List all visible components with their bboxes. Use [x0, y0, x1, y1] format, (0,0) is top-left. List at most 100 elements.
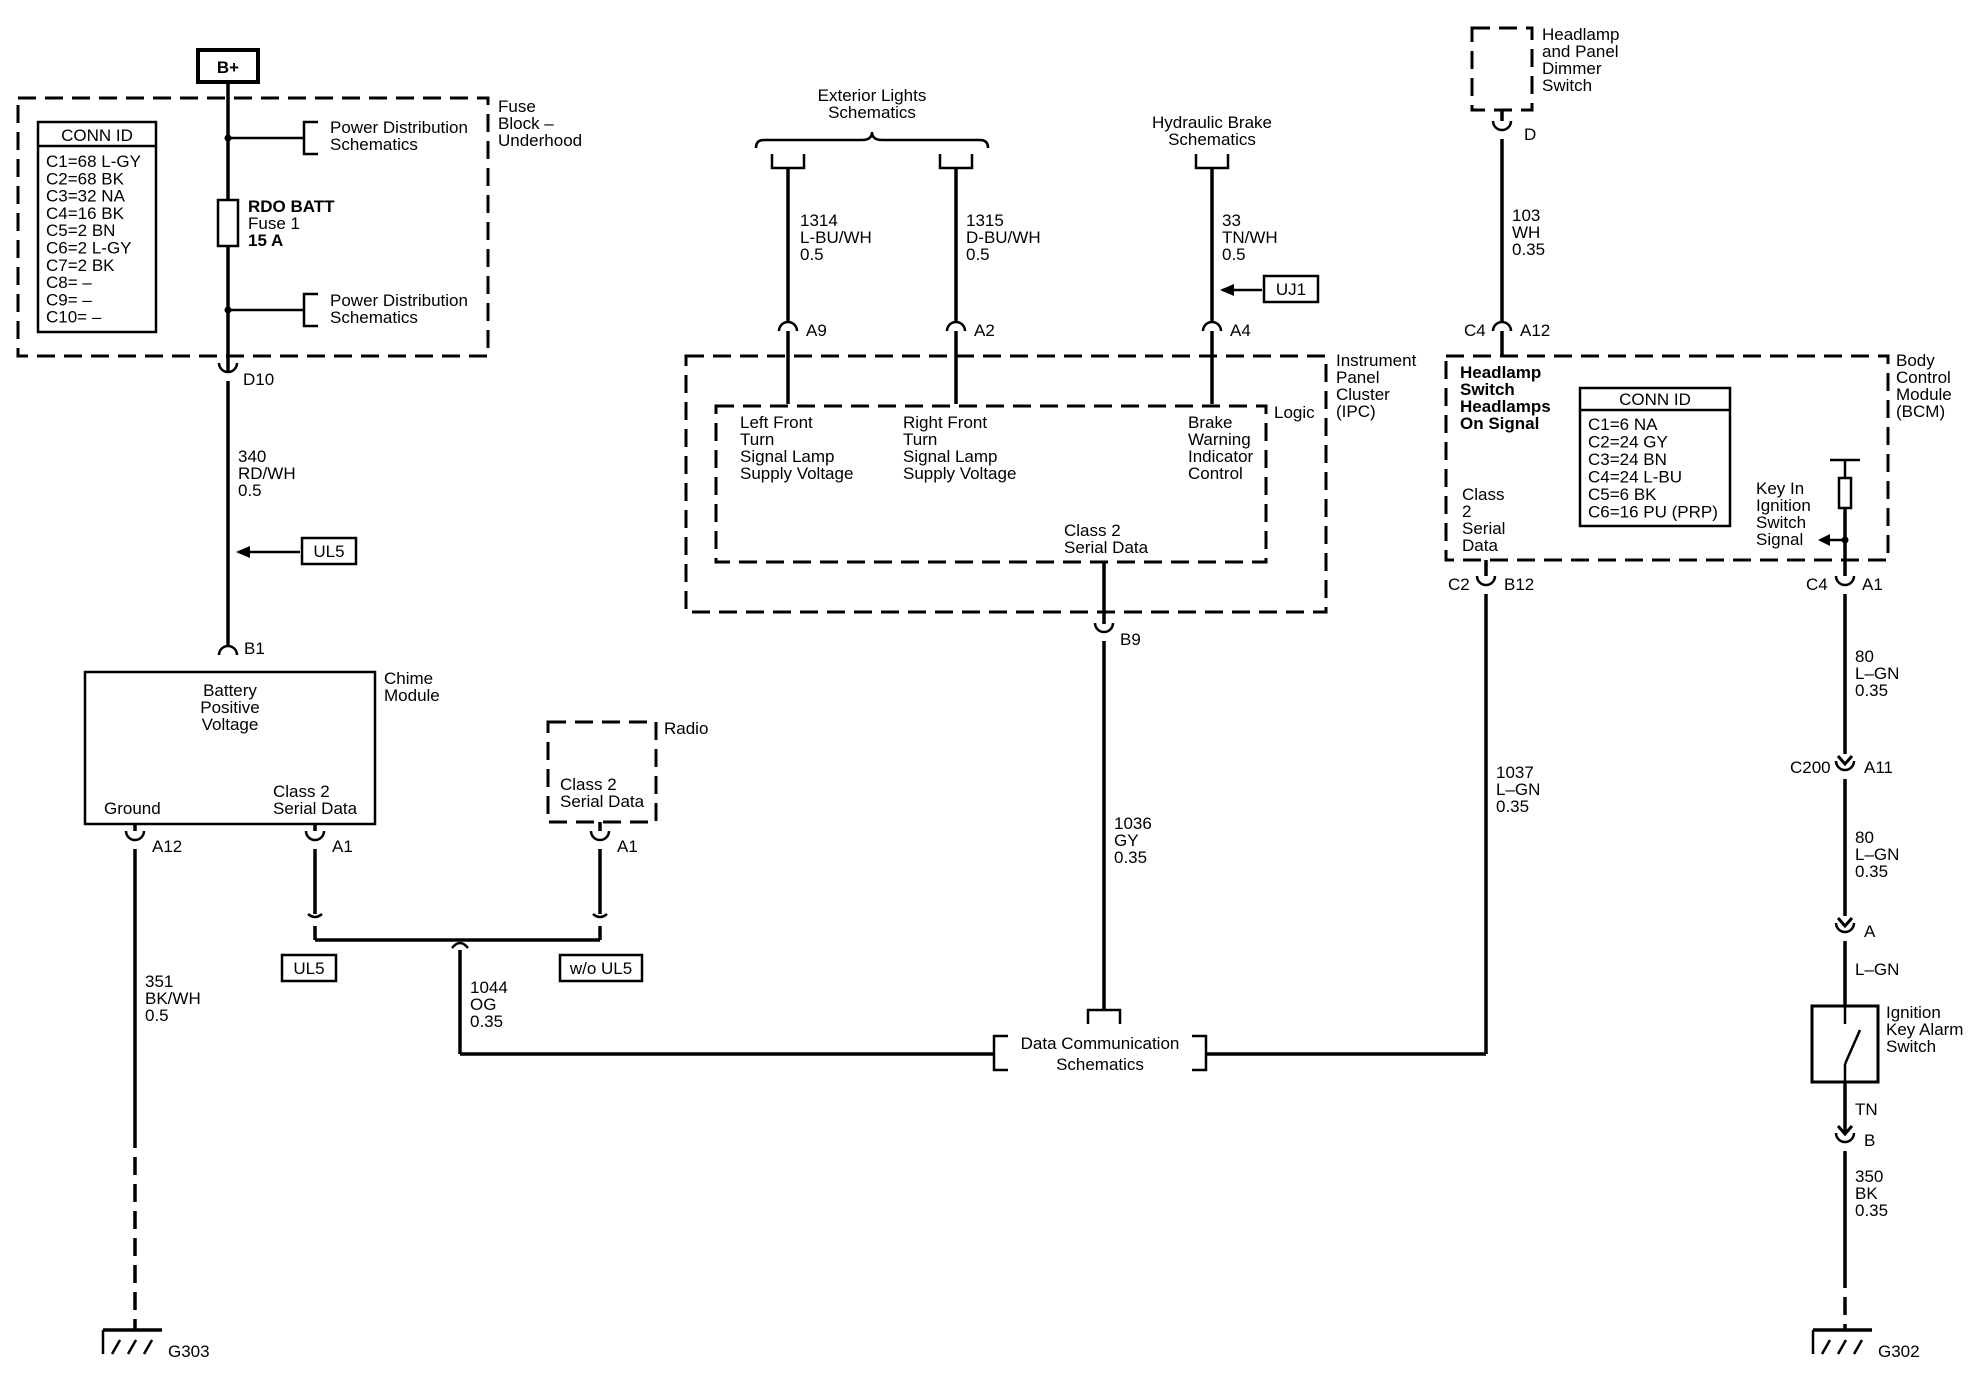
fuse-symbol [216, 198, 240, 248]
bcm-c4-top: C4 [1464, 321, 1486, 340]
chime-module-box [83, 670, 377, 826]
svg-text:B+: B+ [217, 58, 239, 77]
connector-c200: C200 [1790, 758, 1831, 777]
pin-a9: A9 [806, 321, 827, 340]
pin-d: D [1524, 125, 1536, 144]
ignition-key-alarm-switch-symbol [1810, 1004, 1880, 1084]
conn-id-row: C6=2 L-GY [46, 239, 132, 258]
conn-id-row: C2=24 GY [1588, 433, 1668, 452]
svg-text:UL5: UL5 [313, 542, 344, 561]
bcm-outline [1444, 354, 1890, 562]
option-ul5-tag: UL5 [280, 953, 338, 983]
uj1-tag: UJ1 [1262, 274, 1320, 304]
pin-a4: A4 [1230, 321, 1251, 340]
logic-label: Logic [1274, 403, 1315, 422]
radio-label: Radio [664, 719, 708, 738]
pin-a1-bcm: A1 [1862, 575, 1883, 594]
conn-id-row: C3=24 BN [1588, 450, 1667, 469]
wire-tn-label: TN [1855, 1100, 1878, 1119]
svg-text:CONN ID: CONN ID [1619, 390, 1691, 409]
pin-a12-bcm: A12 [1520, 321, 1550, 340]
ipc-logic-outline [714, 404, 1268, 564]
conn-id-row: C5=2 BN [46, 221, 115, 240]
bcm-c4-bottom: C4 [1806, 575, 1828, 594]
conn-id-row: C1=6 NA [1588, 415, 1658, 434]
conn-id-row: C4=16 BK [46, 204, 125, 223]
svg-text:CONN ID: CONN ID [61, 126, 133, 145]
conn-id-row: C4=24 L-BU [1588, 468, 1682, 487]
ul5-tag-left: UL5 [300, 536, 358, 566]
chime-ground-label: Ground [104, 799, 161, 818]
pin-a2: A2 [974, 321, 995, 340]
conn-id-row: C1=68 L-GY [46, 152, 141, 171]
pin-a: A [1864, 922, 1876, 941]
svg-text:w/o UL5: w/o UL5 [569, 959, 632, 978]
ground-g302-icon [1811, 1328, 1872, 1355]
pin-d10: D10 [243, 370, 274, 389]
conn-id-row: C8= – [46, 273, 92, 292]
conn-id-row: C9= – [46, 290, 92, 309]
pin-a1-radio: A1 [617, 837, 638, 856]
pin-a12-chime: A12 [152, 837, 182, 856]
bcm-c2: C2 [1448, 575, 1470, 594]
wire-lgn-label: L–GN [1855, 960, 1899, 979]
pin-b9: B9 [1120, 630, 1141, 649]
radio-outline [546, 720, 658, 824]
pin-b: B [1864, 1131, 1875, 1150]
conn-id-row: C6=16 PU (PRP) [1588, 503, 1718, 522]
conn-id-row: C2=68 BK [46, 169, 125, 188]
fuse-block-outline [16, 96, 490, 358]
b-plus-label: B+ [196, 48, 260, 84]
conn-id-row: C7=2 BK [46, 256, 115, 275]
option-wo-ul5-tag: w/o UL5 [558, 953, 644, 983]
svg-text:UJ1: UJ1 [1276, 280, 1306, 299]
conn-id-row: C5=6 BK [1588, 485, 1657, 504]
pin-a1-chime: A1 [332, 837, 353, 856]
svg-text:UL5: UL5 [293, 959, 324, 978]
pin-b12: B12 [1504, 575, 1534, 594]
headlamp-dimmer-switch-outline [1470, 26, 1534, 112]
ground-g303-icon [101, 1328, 162, 1355]
ipc-outline [684, 354, 1328, 614]
ground-g303-label: G303 [168, 1342, 210, 1361]
pullup-resistor-symbol [1837, 476, 1853, 510]
ground-g302-label: G302 [1878, 1342, 1920, 1361]
